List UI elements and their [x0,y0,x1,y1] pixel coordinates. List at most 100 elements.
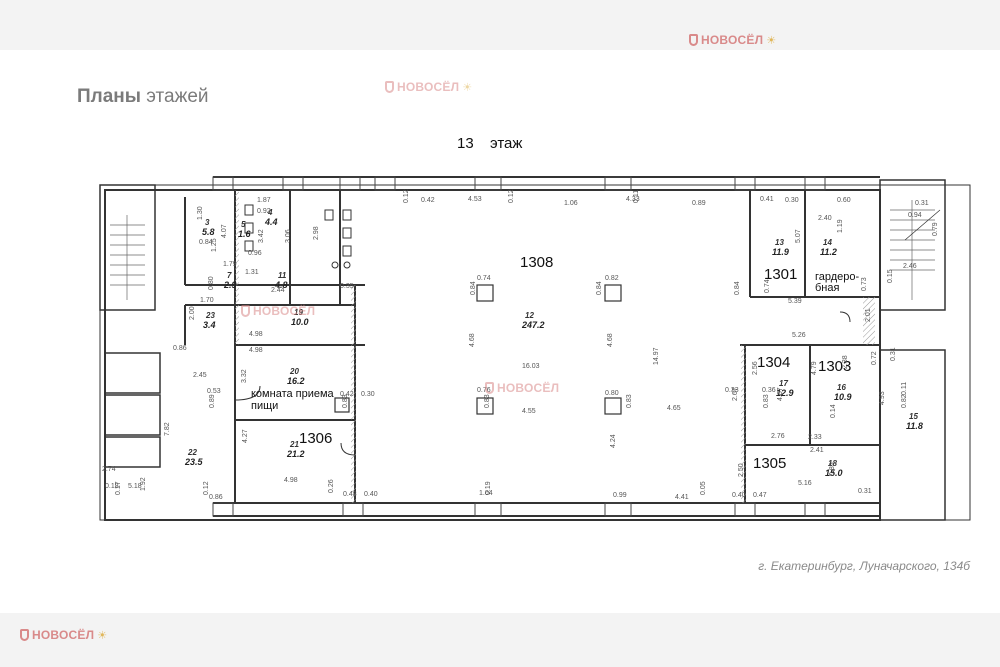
dimension-label-vertical: 0.84 [470,281,477,295]
room-area: 11.2 [820,247,837,257]
dimension-label: 4.98 [249,347,263,354]
dimension-label: 0.86 [209,494,223,501]
unit-label-1301: 1301 [764,266,797,283]
dimension-label: 1.04 [479,490,493,497]
dimension-label-vertical: 3.42 [258,229,265,243]
dimension-label: 2.74 [102,466,116,473]
room-number: 14 [823,238,832,247]
dimension-label: 0.30 [361,391,375,398]
dimension-label-vertical: 1.19 [837,219,844,233]
dimension-label-vertical: 3.06 [285,229,292,243]
dimension-label: 0.82 [605,275,619,282]
doors [234,311,851,456]
dimension-label-vertical: 4.07 [221,224,228,238]
dimension-label: 5.16 [798,480,812,487]
dimension-label-vertical: 0.17 [115,481,122,495]
brand-mark-icon [241,305,250,317]
brand-logo-bottom: НОВОСЁЛ ☀ [20,628,107,642]
room-note: бная [815,282,839,294]
dimension-label: 0.84 [199,239,213,246]
room-area: 23.5 [184,457,204,467]
dimension-label-vertical: 4.24 [610,434,617,448]
dimension-label: 0.40 [732,492,746,499]
dimension-label: 4.33 [626,196,640,203]
columns [334,284,622,415]
dimension-label: 4.98 [284,477,298,484]
brand-mark-icon [485,382,494,394]
dimension-label: 2.76 [771,433,785,440]
dimension-label-vertical: 0.85 [829,462,836,476]
dimension-label: 2.44 [271,287,285,294]
room-area: 247.2 [521,320,545,330]
dimension-label-vertical: 0.26 [328,479,335,493]
dimension-label: 4.55 [522,408,536,415]
brand-name: НОВОСЁЛ [32,628,95,642]
dimension-label: 2.40 [818,215,832,222]
brand-mark-icon [689,34,698,46]
page-title: Планы этажей [77,86,209,108]
footer-band [0,613,1000,667]
dimension-label-vertical: 0.84 [734,281,741,295]
dimension-label: 4.53 [468,196,482,203]
unit-label-1303: 1303 [818,358,851,375]
brand-mark-icon [385,81,394,93]
unit-label-1306: 1306 [299,430,332,447]
dimension-label-vertical: 0.83 [484,394,491,408]
stair-treads [110,200,941,300]
brand-name: НОВОСЁЛ [701,33,764,47]
room-area: 10.9 [834,392,852,402]
brand-logo-room19: НОВОСЁЛ [241,304,315,318]
dimension-label: 5.39 [788,298,802,305]
room-area: 3.4 [203,320,216,330]
dimension-label-vertical: 0.89 [209,394,216,408]
room-number: 23 [205,311,215,320]
dimension-label-vertical: 0.05 [700,481,707,495]
dimension-label: 0.42 [421,197,435,204]
dimension-label: 0.42 [340,391,354,398]
dimension-label-vertical: 0.15 [887,269,894,283]
dimension-label-vertical: 0.11 [901,382,908,395]
room-number: 17 [779,379,788,388]
dimension-label-vertical: 1.25 [211,238,218,252]
address: г. Екатеринбург, Луначарского, 134б [758,559,970,573]
title-part-1: Планы [77,86,141,107]
dimension-label-vertical: 0.83 [342,394,349,408]
dimension-label: 0.60 [837,197,851,204]
brand-logo-plan-watermark: НОВОСЁЛ [485,381,559,395]
dimension-label-vertical: 2.01 [865,308,872,322]
sun-icon: ☀ [766,34,777,47]
stairwells [99,179,946,521]
room-number: 15 [909,412,918,421]
room-area: 10.0 [291,317,309,327]
dimension-label: 0.80 [605,390,619,397]
room-number: 18 [828,459,837,468]
dimension-label-vertical: 0.12 [403,189,410,203]
room-area: 1.6 [238,229,252,239]
room-number: 16 [837,383,846,392]
room-number: 12 [525,311,534,320]
room-note: пищи [251,400,278,412]
room-area: 11.8 [906,421,923,431]
dimension-label: 4.98 [249,331,263,338]
dimension-label-vertical: 14.97 [653,347,660,365]
dimension-label: 0.94 [908,212,922,219]
unit-label-1308: 1308 [520,254,553,271]
room-area: 5.8 [202,227,215,237]
room-area: 11.9 [772,247,789,257]
dimension-label-vertical: 0.79 [932,222,939,236]
dimension-label-vertical: 2.50 [738,463,745,477]
dimension-label-vertical: 0.12 [508,189,515,203]
wall-hatching [235,190,875,503]
dimension-label-vertical: 2.38 [842,355,849,369]
dimension-label: 1.31 [245,269,259,276]
brand-name: НОВОСЁЛ [253,304,316,318]
dimension-label: 4.65 [667,405,681,412]
brand-logo-watermark: НОВОСЁЛ ☀ [385,80,472,94]
dimension-label: 1.87 [257,197,271,204]
dimension-label: 5.18 [128,483,142,490]
room-area: 15.0 [825,468,843,478]
dimension-label: 0.31 [858,488,872,495]
dimension-label: 0.35 [340,283,354,290]
room-number: 3 [205,218,210,227]
dimension-label-vertical: 0.80 [208,276,215,290]
